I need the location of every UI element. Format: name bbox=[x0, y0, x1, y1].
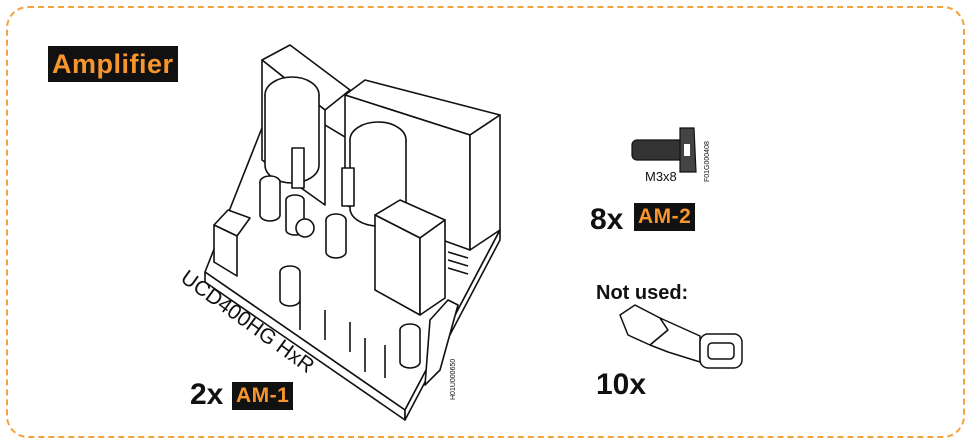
connector-quantity: 10x bbox=[596, 368, 647, 401]
board-part-tag: AM-1 bbox=[232, 382, 294, 410]
screw-size-label: M3x8 bbox=[645, 169, 677, 184]
board-quantity: 2x bbox=[190, 378, 224, 411]
screw-part-tag: AM-2 bbox=[634, 203, 696, 231]
section-frame bbox=[6, 6, 965, 438]
section-title: Amplifier bbox=[48, 46, 178, 82]
screw-quantity: 8x bbox=[590, 203, 624, 236]
connector-status-label: Not used: bbox=[596, 282, 689, 304]
